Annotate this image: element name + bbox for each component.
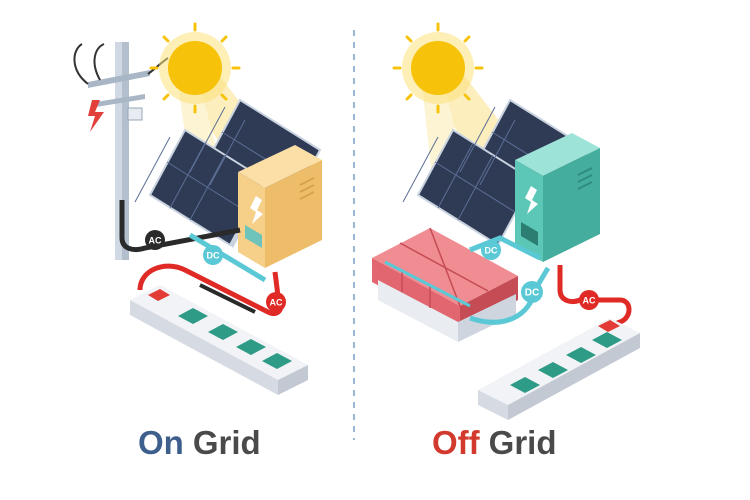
off-grid-outlet-ac-label: AC: [579, 290, 599, 310]
on-grid-title-grid: Grid: [192, 424, 261, 461]
power-strip-icon: [478, 318, 640, 420]
off-grid-outlet-ac-label-text: AC: [583, 296, 596, 306]
off-grid-illustration: DC DC AC: [372, 22, 640, 420]
inverter-icon: [515, 133, 600, 262]
on-grid-outlet-ac-label: AC: [266, 292, 286, 312]
off-grid-dc-label: DC: [481, 240, 501, 260]
sun-icon: [149, 22, 241, 114]
sun-icon: [392, 22, 484, 114]
on-ac-black-cable: [199, 283, 256, 314]
lightning-icon: [88, 100, 104, 132]
off-dc-cable: [469, 235, 542, 261]
off-grid-battery-dc-label: DC: [521, 281, 543, 303]
grid-ac-cable: [119, 200, 241, 253]
on-grid-dc-label-text: DC: [207, 251, 220, 261]
off-grid-battery-dc-label-text: DC: [525, 288, 539, 299]
on-grid-ac-label-text: AC: [149, 236, 162, 246]
on-grid-dc-label: DC: [203, 245, 223, 265]
off-ac-red-cable: [557, 265, 632, 331]
on-grid-ac-label: AC: [145, 230, 165, 250]
power-strip-icon: [130, 285, 308, 395]
utility-pole-icon: [73, 42, 169, 260]
off-grid-dc-label-text: DC: [485, 246, 498, 256]
inverter-icon: [238, 145, 322, 268]
off-grid-title-accent: Off: [432, 424, 480, 461]
battery-bank-icon: [372, 227, 518, 342]
off-grid-title-grid: Grid: [488, 424, 557, 461]
on-grid-outlet-ac-label-text: AC: [270, 298, 283, 308]
on-grid-title-accent: On: [138, 424, 184, 461]
on-grid-illustration: AC DC AC: [73, 22, 322, 395]
